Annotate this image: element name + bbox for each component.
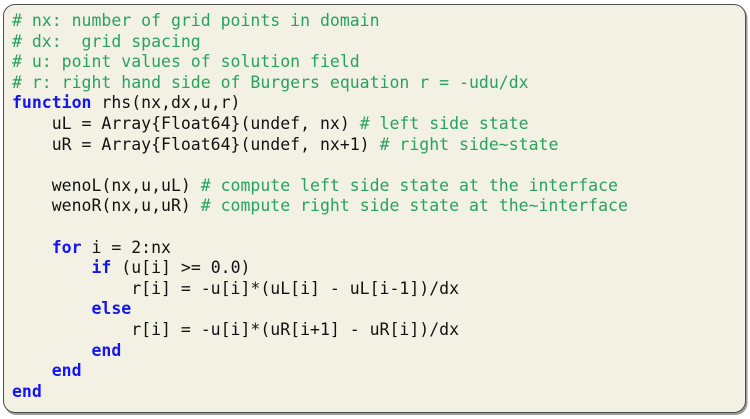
- code-comment: # compute right side state at the~interf…: [200, 196, 628, 216]
- code-content: # nx: number of grid points in domain# d…: [12, 11, 737, 402]
- code-comment: # u: point values of solution field: [12, 52, 360, 72]
- code-comment: # dx: grid spacing: [12, 31, 201, 51]
- code-line: # u: point values of solution field: [12, 52, 737, 73]
- code-text: uR = Array{Float64}(undef, nx+1): [12, 134, 380, 154]
- code-line: # dx: grid spacing: [12, 32, 737, 53]
- code-text: [12, 341, 91, 360]
- code-line-blank: [12, 217, 737, 238]
- code-keyword: end: [91, 340, 122, 360]
- code-keyword: end: [12, 381, 42, 401]
- code-text: rhs(nx,dx,u,r): [91, 93, 241, 113]
- code-line: uL = Array{Float64}(undef, nx) # left si…: [12, 114, 737, 135]
- code-line: # r: right hand side of Burgers equation…: [12, 73, 737, 94]
- code-text: uL = Array{Float64}(undef, nx): [12, 113, 360, 133]
- code-keyword: if: [91, 258, 112, 278]
- code-comment: # r: right hand side of Burgers equation…: [12, 72, 529, 92]
- code-line: function rhs(nx,dx,u,r): [12, 93, 737, 114]
- code-line: r[i] = -u[i]*(uL[i] - uL[i-1])/dx: [12, 279, 737, 300]
- code-text: (u[i] >= 0.0): [111, 258, 251, 278]
- code-line: if (u[i] >= 0.0): [12, 258, 737, 279]
- code-text: r[i] = -u[i]*(uR[i+1] - uR[i])/dx: [12, 319, 460, 339]
- code-text: [12, 299, 91, 318]
- code-comment: # right side~state: [379, 134, 559, 154]
- code-text: i = 2:nx: [81, 237, 171, 257]
- code-comment: # compute left side state at the interfa…: [200, 175, 618, 195]
- code-line: wenoR(nx,u,uR) # compute right side stat…: [12, 196, 737, 217]
- code-text: [12, 238, 52, 257]
- code-keyword: else: [91, 299, 132, 319]
- code-line: wenoL(nx,u,uL) # compute left side state…: [12, 176, 737, 197]
- code-line: uR = Array{Float64}(undef, nx+1) # right…: [12, 135, 737, 156]
- code-line: else: [12, 299, 737, 320]
- code-line: end: [12, 382, 737, 403]
- code-text: [12, 258, 91, 277]
- code-keyword: function: [12, 93, 92, 113]
- code-listing-card: # nx: number of grid points in domain# d…: [3, 4, 746, 413]
- code-line: end: [12, 341, 737, 362]
- code-line: # nx: number of grid points in domain: [12, 11, 737, 32]
- code-comment: # left side state: [359, 113, 529, 133]
- code-line-blank: [12, 155, 737, 176]
- code-text: wenoR(nx,u,uR): [12, 196, 201, 216]
- code-text: wenoL(nx,u,uL): [12, 175, 201, 195]
- code-keyword: for: [51, 237, 82, 257]
- code-line: r[i] = -u[i]*(uR[i+1] - uR[i])/dx: [12, 320, 737, 341]
- code-comment: # nx: number of grid points in domain: [12, 11, 380, 30]
- code-line: end: [12, 361, 737, 382]
- code-keyword: end: [51, 361, 82, 381]
- code-line: for i = 2:nx: [12, 238, 737, 259]
- code-text: [12, 361, 52, 380]
- code-text: r[i] = -u[i]*(uL[i] - uL[i-1])/dx: [12, 278, 460, 298]
